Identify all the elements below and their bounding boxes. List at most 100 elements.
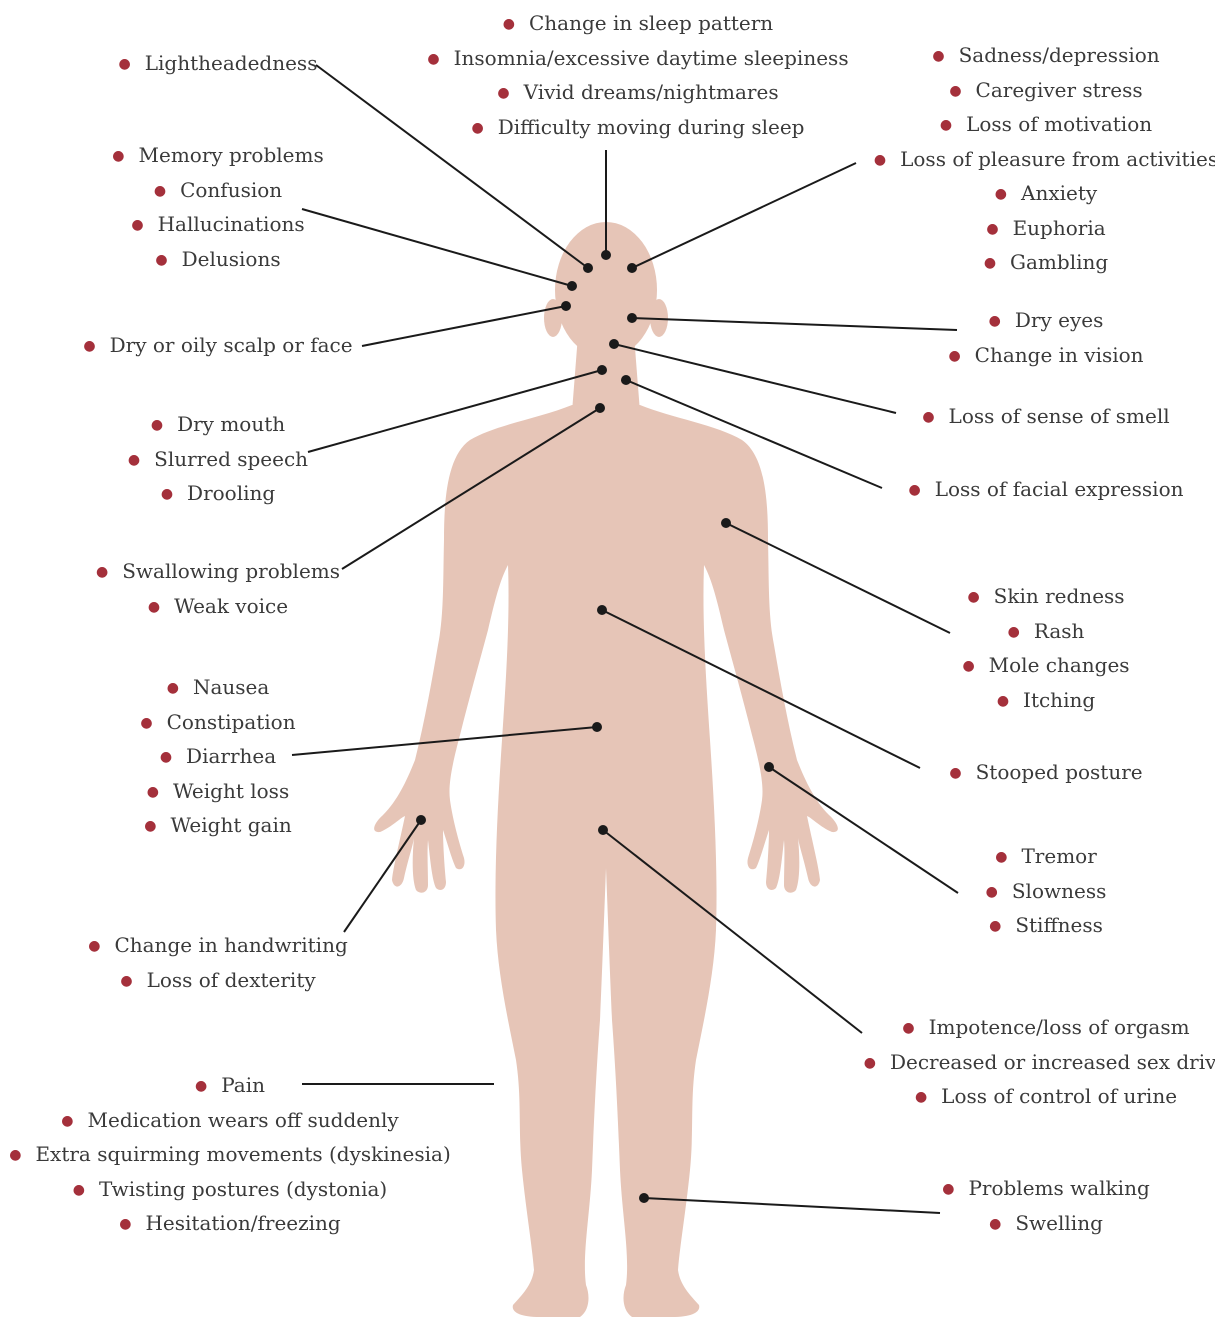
symptom-label: Twisting postures (dystonia)	[99, 1177, 387, 1201]
symptom-group-facial: ● Loss of facial expression	[746, 472, 1215, 507]
symptom-label: Loss of sense of smell	[949, 404, 1170, 428]
bullet-icon: ●	[997, 693, 1009, 709]
bullet-icon: ●	[161, 486, 173, 502]
symptom-item: ●Euphoria	[746, 211, 1215, 246]
symptom-group-pain: ●Pain●Medication wears off suddenly●Extr…	[0, 1068, 530, 1241]
symptom-label: Impotence/loss of orgasm	[929, 1015, 1190, 1039]
marker-dot	[601, 250, 611, 260]
symptom-label: Weight loss	[173, 779, 289, 803]
symptom-label: Dry or oily scalp or face	[110, 333, 353, 357]
bullet-icon: ●	[147, 784, 159, 800]
symptom-item: ●Tremor	[746, 839, 1215, 874]
symptom-group-scalp: ● Dry or oily scalp or face	[0, 328, 518, 363]
symptom-label: Swelling	[1015, 1211, 1103, 1235]
bullet-icon: ●	[119, 1216, 131, 1232]
bullet-icon: ●	[88, 938, 100, 954]
symptom-item: ●Weight gain	[0, 808, 518, 843]
symptom-item: ● Weight loss	[0, 774, 518, 809]
symptom-item: ● Lightheadedness	[0, 46, 518, 81]
symptom-label: Loss of dexterity	[147, 968, 316, 992]
symptom-label: Change in vision	[975, 343, 1144, 367]
symptom-item: ●Problems walking	[746, 1171, 1215, 1206]
symptom-label: Change in handwriting	[114, 933, 347, 957]
marker-dot	[609, 339, 619, 349]
symptom-item: ● Change in handwriting	[0, 928, 518, 963]
symptom-item: ●Memory problems	[0, 138, 518, 173]
symptom-label: Rash	[1034, 619, 1085, 643]
bullet-icon: ●	[61, 1113, 73, 1129]
symptom-item: ●Change in sleep pattern	[338, 6, 938, 41]
marker-dot	[567, 281, 577, 291]
bullet-icon: ●	[864, 1055, 876, 1071]
bullet-icon: ●	[909, 482, 921, 498]
bullet-icon: ●	[131, 217, 143, 233]
symptom-item: ●Constipation	[0, 705, 518, 740]
symptom-group-smell: ●Loss of sense of smell	[746, 399, 1215, 434]
symptom-item: ●Mole changes	[746, 648, 1215, 683]
bullet-icon: ●	[119, 56, 131, 72]
bullet-icon: ●	[902, 1020, 914, 1036]
symptom-label: Lightheadedness	[145, 51, 318, 75]
symptom-item: ●Delusions	[0, 242, 518, 277]
symptom-item: ●Hesitation/freezing	[0, 1206, 530, 1241]
symptom-label: Decreased or increased sex drive	[890, 1050, 1215, 1074]
symptom-label: Skin redness	[994, 584, 1125, 608]
bullet-icon: ●	[940, 117, 952, 133]
symptom-label: Stiffness	[1015, 913, 1103, 937]
symptom-label: Loss of pleasure from activities	[900, 147, 1215, 171]
symptom-item: ●Confusion	[0, 173, 518, 208]
symptom-group-cognition: ●Memory problems●Confusion●Hallucination…	[0, 138, 518, 276]
symptom-label: Anxiety	[1021, 181, 1097, 205]
symptom-item: ● Nausea	[0, 670, 518, 705]
bullet-icon: ●	[167, 680, 179, 696]
symptom-label: Diarrhea	[186, 744, 276, 768]
marker-dot	[597, 365, 607, 375]
marker-dot	[592, 722, 602, 732]
symptom-label: Loss of control of urine	[941, 1084, 1177, 1108]
symptom-label: Weak voice	[174, 594, 288, 618]
bullet-icon: ●	[148, 599, 160, 615]
symptom-item: ●Loss of dexterity	[0, 963, 518, 998]
symptom-label: Nausea	[193, 675, 269, 699]
symptom-label: Tremor	[1021, 844, 1096, 868]
symptom-label: Dry eyes	[1015, 308, 1104, 332]
symptom-item: ● Decreased or increased sex drive	[746, 1045, 1215, 1080]
bullet-icon: ●	[151, 417, 163, 433]
symptom-label: Mole changes	[989, 653, 1130, 677]
symptom-item: ● Dry mouth	[0, 407, 518, 442]
symptom-item: ●Skin redness	[746, 579, 1215, 614]
symptom-item: ●Anxiety	[746, 176, 1215, 211]
symptom-item: ●Itching	[746, 683, 1215, 718]
marker-dot	[583, 263, 593, 273]
bullet-icon: ●	[83, 338, 95, 354]
symptom-item: ●Drooling	[0, 476, 518, 511]
symptom-label: Dry mouth	[177, 412, 285, 436]
bullet-icon: ●	[942, 1181, 954, 1197]
marker-dot	[597, 605, 607, 615]
symptom-label: Loss of facial expression	[935, 477, 1184, 501]
symptom-group-walking: ●Problems walking●Swelling	[746, 1171, 1215, 1240]
bullet-icon: ●	[1008, 624, 1020, 640]
bullet-icon: ●	[915, 1089, 927, 1105]
symptom-label: Euphoria	[1013, 216, 1106, 240]
symptom-label: Sadness/depression	[959, 43, 1160, 67]
marker-dot	[627, 263, 637, 273]
marker-dot	[598, 825, 608, 835]
bullet-icon: ●	[949, 83, 961, 99]
symptom-group-swallowing: ●Swallowing problems●Weak voice	[0, 554, 518, 623]
symptom-label: Vivid dreams/nightmares	[524, 80, 779, 104]
symptom-label: Pain	[221, 1073, 265, 1097]
marker-dot	[721, 518, 731, 528]
symptom-group-sexual: ● Impotence/loss of orgasm ● Decreased or i…	[746, 1010, 1215, 1114]
symptom-item: ●Loss of motivation	[746, 107, 1215, 142]
symptom-group-motor: ●Tremor●Slowness●Stiffness	[746, 839, 1215, 943]
symptom-item: ●Pain	[0, 1068, 530, 1103]
bullet-icon: ●	[128, 452, 140, 468]
bullet-icon: ●	[989, 1216, 1001, 1232]
symptom-group-mood: ●Sadness/depression●Caregiver stress●Los…	[746, 38, 1215, 280]
symptom-item: ●Caregiver stress	[746, 73, 1215, 108]
symptom-item: ● Loss of control of urine	[746, 1079, 1215, 1114]
symptom-label: Change in sleep pattern	[529, 11, 773, 35]
symptom-label: Medication wears off suddenly	[88, 1108, 399, 1132]
symptom-item: ● Impotence/loss of orgasm	[746, 1010, 1215, 1045]
